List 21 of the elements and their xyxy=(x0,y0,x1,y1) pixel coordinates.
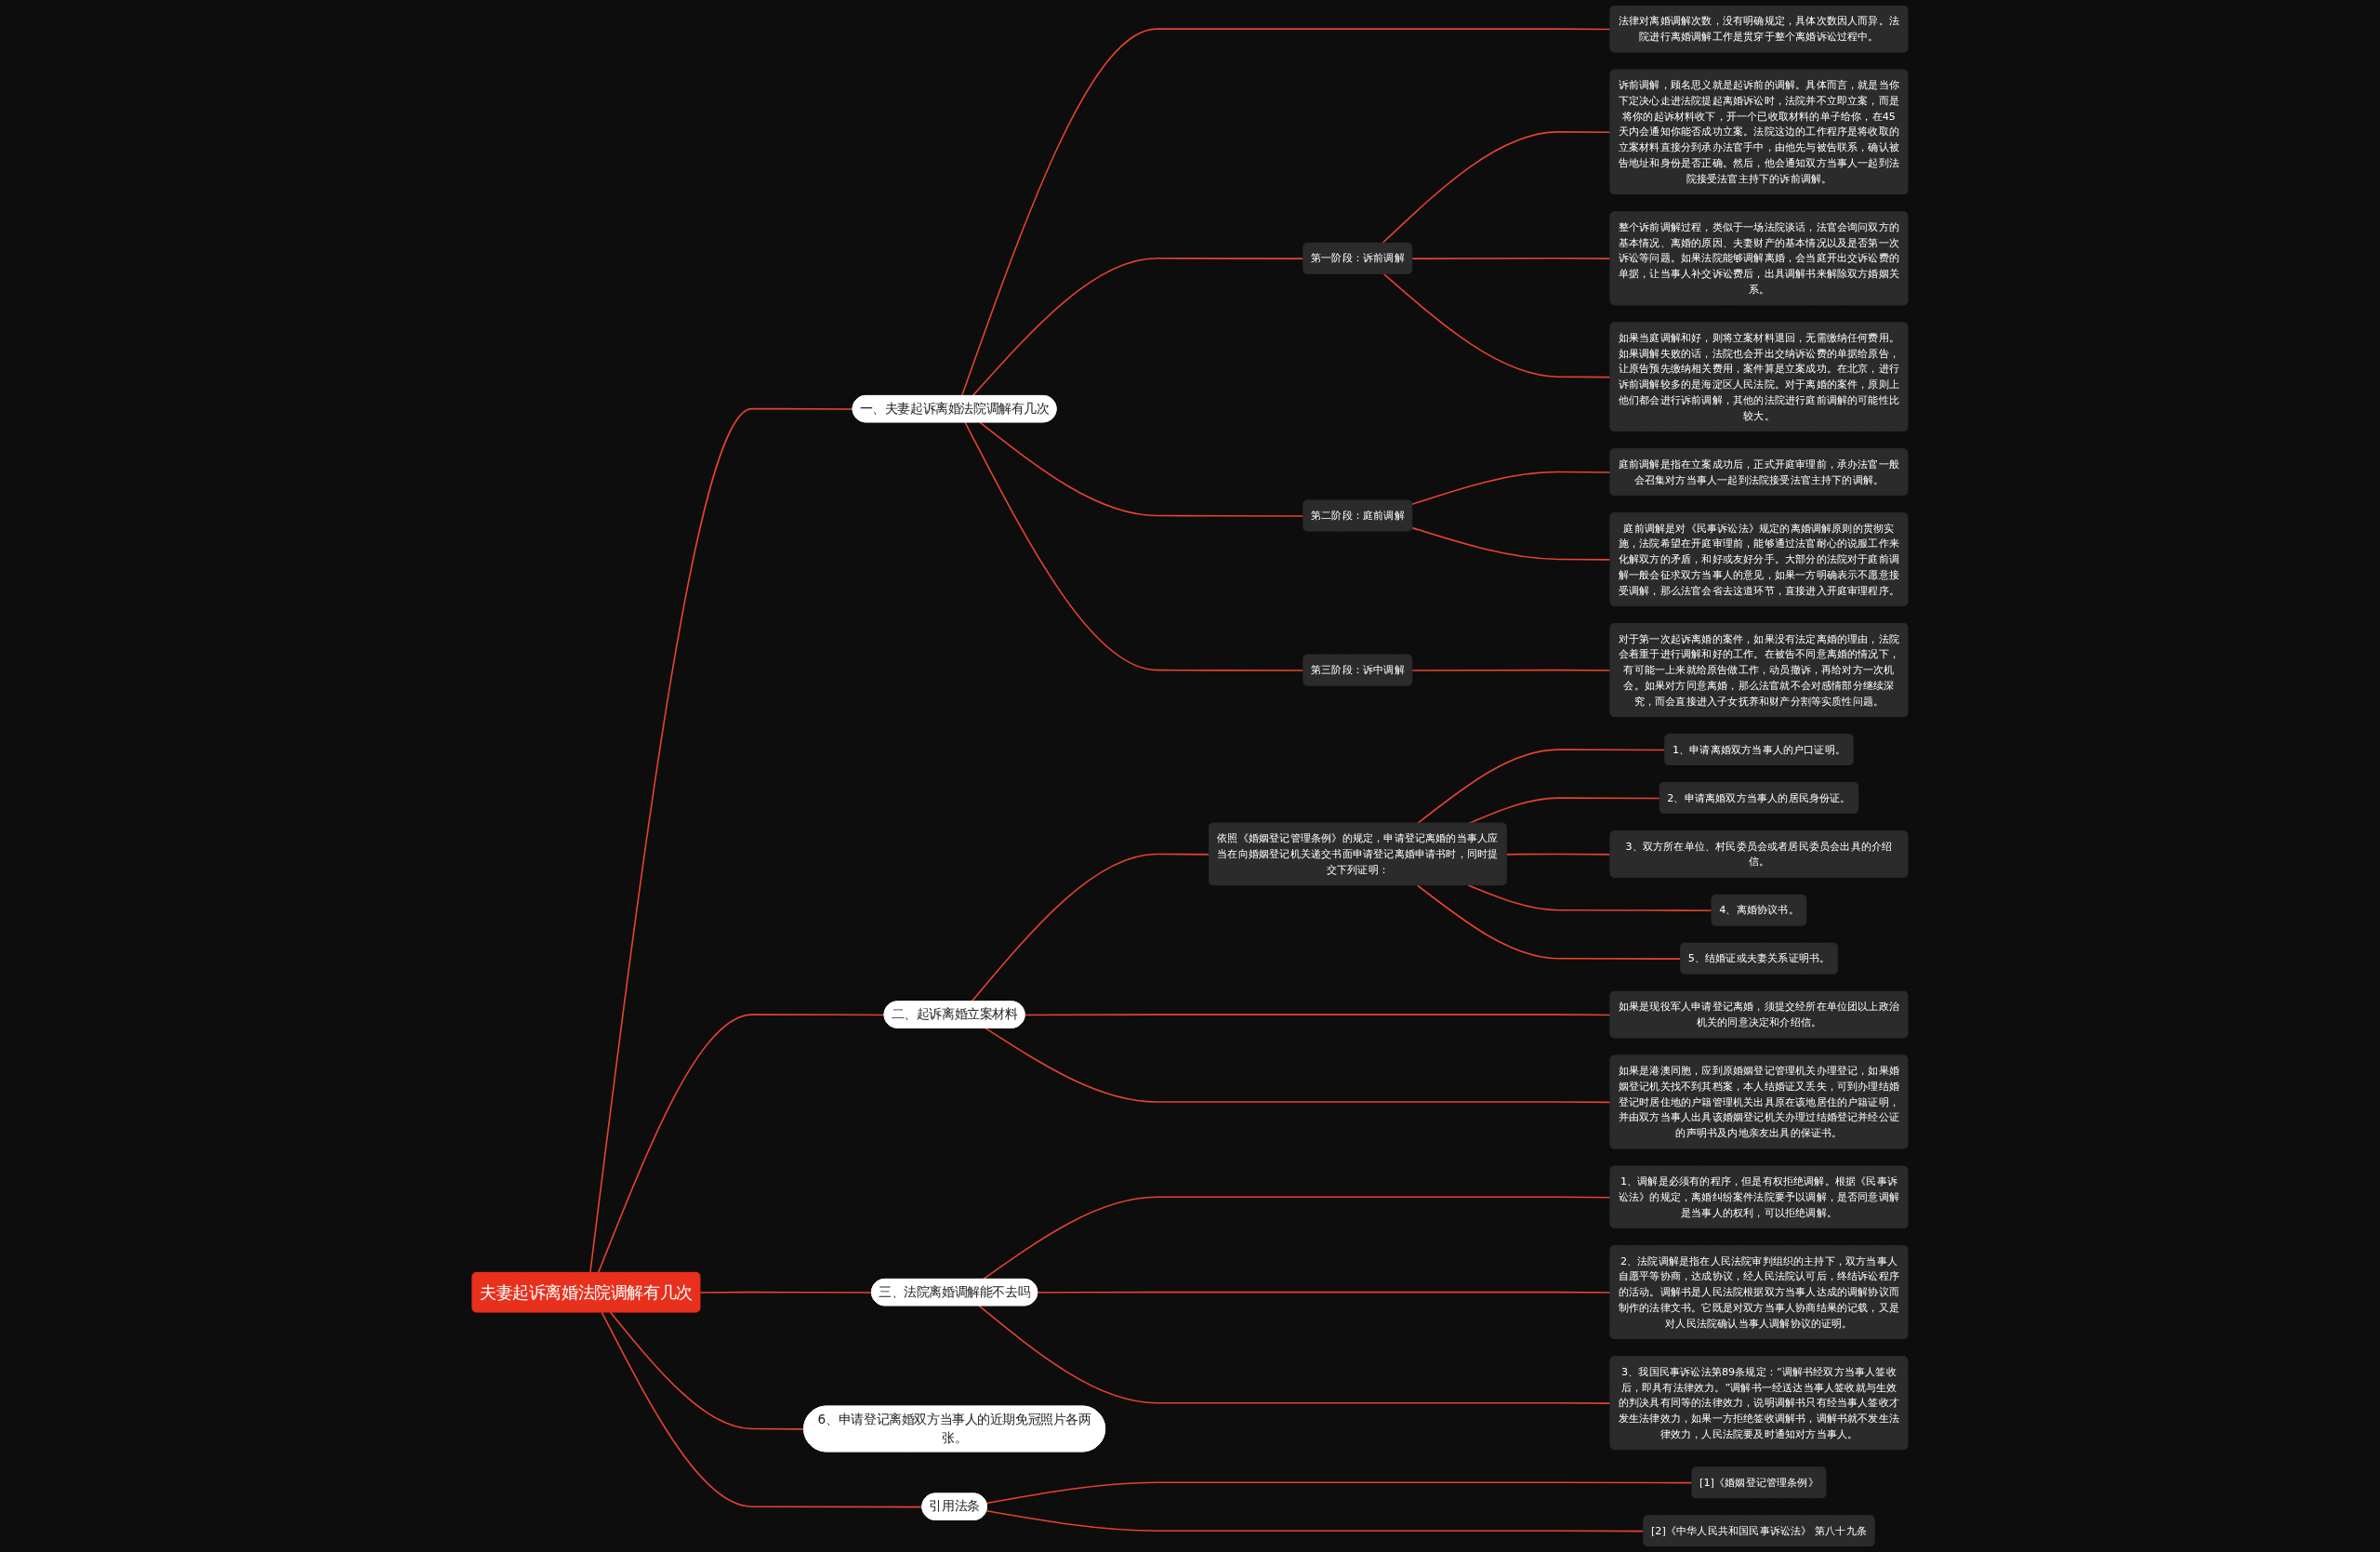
connector xyxy=(1381,131,1612,245)
connector xyxy=(609,1311,805,1430)
connector xyxy=(1416,884,1682,960)
connector xyxy=(699,1291,873,1293)
connector xyxy=(978,1305,1612,1404)
connector xyxy=(1411,669,1612,671)
connector xyxy=(985,1481,1694,1505)
connector xyxy=(597,1014,886,1274)
connector xyxy=(1411,257,1612,259)
connector xyxy=(1382,272,1612,378)
connector xyxy=(1411,526,1612,561)
connector xyxy=(1024,1014,1612,1016)
connector xyxy=(960,28,1612,397)
connector xyxy=(982,1196,1612,1280)
connector xyxy=(1505,853,1612,856)
connector xyxy=(985,1027,1612,1104)
connector xyxy=(1411,471,1612,506)
connector xyxy=(589,407,854,1274)
connector xyxy=(1037,1291,1612,1293)
connector xyxy=(1467,797,1661,825)
connector xyxy=(1467,884,1713,911)
